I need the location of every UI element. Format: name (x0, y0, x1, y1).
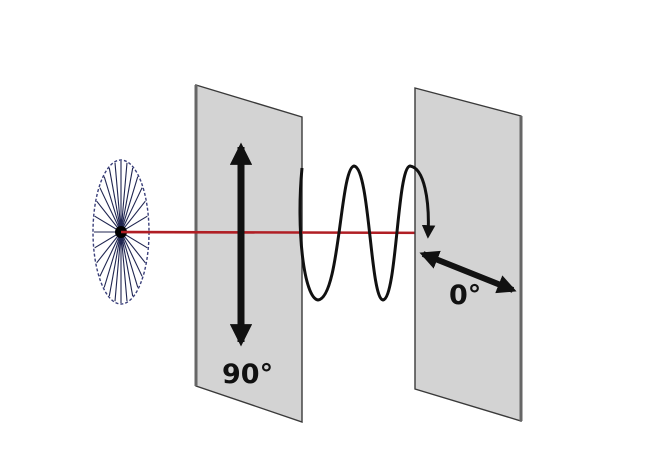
right-filter-angle-label: 0° (449, 280, 481, 311)
light-beam-arrow-icon (120, 226, 468, 240)
source-ray (120, 200, 146, 233)
source-ray (120, 231, 139, 288)
source-ray (96, 231, 122, 264)
source-ray (108, 231, 122, 297)
source-ray (120, 176, 139, 233)
source-ray (114, 231, 122, 302)
source-ray (120, 231, 134, 297)
source-ray (120, 231, 128, 302)
source-ray (99, 231, 122, 277)
source-ray (103, 231, 122, 288)
source-ray (96, 200, 122, 233)
left-filter-angle-label: 90° (222, 359, 273, 390)
source-ray (103, 176, 122, 233)
source-ray (120, 187, 143, 233)
horizontal-polarization-arrow-icon (419, 250, 517, 294)
source-ray (114, 162, 122, 233)
source-ray (120, 231, 146, 264)
source-ray (120, 231, 143, 277)
source-ray (99, 187, 122, 233)
polarized-wave (298, 164, 436, 302)
source-ray (120, 167, 134, 233)
source-ray (108, 167, 122, 233)
source-ray (120, 162, 128, 233)
